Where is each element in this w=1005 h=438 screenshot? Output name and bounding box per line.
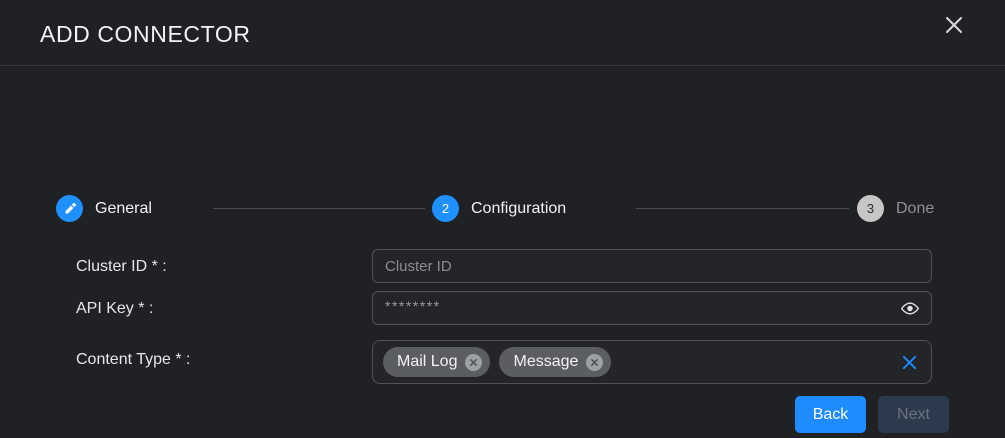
close-icon xyxy=(946,17,962,33)
cluster-id-placeholder: Cluster ID xyxy=(385,257,452,275)
content-type-multiselect[interactable]: Mail Log Message xyxy=(372,340,932,384)
step-label-done: Done xyxy=(896,199,935,217)
step-label-configuration: Configuration xyxy=(471,199,567,217)
step-label-general: General xyxy=(95,199,152,217)
chip-remove-button[interactable] xyxy=(465,353,483,371)
field-content-type: Mail Log Message xyxy=(372,340,932,384)
chip-mail-log[interactable]: Mail Log xyxy=(383,347,491,377)
label-api-key: API Key * : xyxy=(76,300,154,317)
clear-all-icon xyxy=(902,355,916,369)
step-marker-configuration: 2 xyxy=(432,195,459,222)
chip-remove-icon xyxy=(470,358,478,366)
step-marker-general xyxy=(56,195,83,222)
step-marker-done: 3 xyxy=(857,195,884,222)
close-button[interactable] xyxy=(939,10,969,40)
back-button[interactable]: Back xyxy=(795,396,866,433)
form-row-content-type: Content Type * : Mail Log Message xyxy=(0,340,1005,386)
dialog-body: General 2 Configuration 3 Done Cluster I… xyxy=(0,66,1005,437)
next-button[interactable]: Next xyxy=(878,396,949,433)
chip-remove-icon xyxy=(591,358,599,366)
dialog-header: ADD CONNECTOR xyxy=(0,0,1005,66)
chip-message[interactable]: Message xyxy=(499,347,612,377)
stepper-connector-2 xyxy=(636,208,849,209)
stepper-step-done[interactable]: 3 Done xyxy=(857,195,934,222)
field-cluster-id: Cluster ID xyxy=(372,249,932,283)
label-content-type: Content Type * : xyxy=(76,351,191,368)
page-title: ADD CONNECTOR xyxy=(40,21,251,47)
eye-icon xyxy=(900,302,920,314)
stepper-connector-1 xyxy=(213,208,425,209)
clear-all-button[interactable] xyxy=(899,352,919,372)
api-key-masked-value: ******** xyxy=(385,298,441,314)
dialog-actions: Back Next xyxy=(795,396,949,433)
stepper: General 2 Configuration 3 Done xyxy=(56,195,936,222)
field-api-key: ******** xyxy=(372,291,932,325)
label-cluster-id: Cluster ID * : xyxy=(76,258,167,275)
stepper-step-configuration[interactable]: 2 Configuration xyxy=(432,195,566,222)
form-row-api-key: API Key * : ******** xyxy=(0,291,1005,331)
chip-remove-button[interactable] xyxy=(586,353,604,371)
stepper-step-general[interactable]: General xyxy=(56,195,152,222)
form-row-cluster-id: Cluster ID * : Cluster ID xyxy=(0,249,1005,289)
cluster-id-input[interactable]: Cluster ID xyxy=(372,249,932,283)
chip-label: Mail Log xyxy=(397,353,458,370)
api-key-input[interactable]: ******** xyxy=(372,291,932,325)
chip-label: Message xyxy=(513,353,579,370)
toggle-api-key-visibility-button[interactable] xyxy=(899,299,921,317)
pencil-icon xyxy=(65,202,76,214)
